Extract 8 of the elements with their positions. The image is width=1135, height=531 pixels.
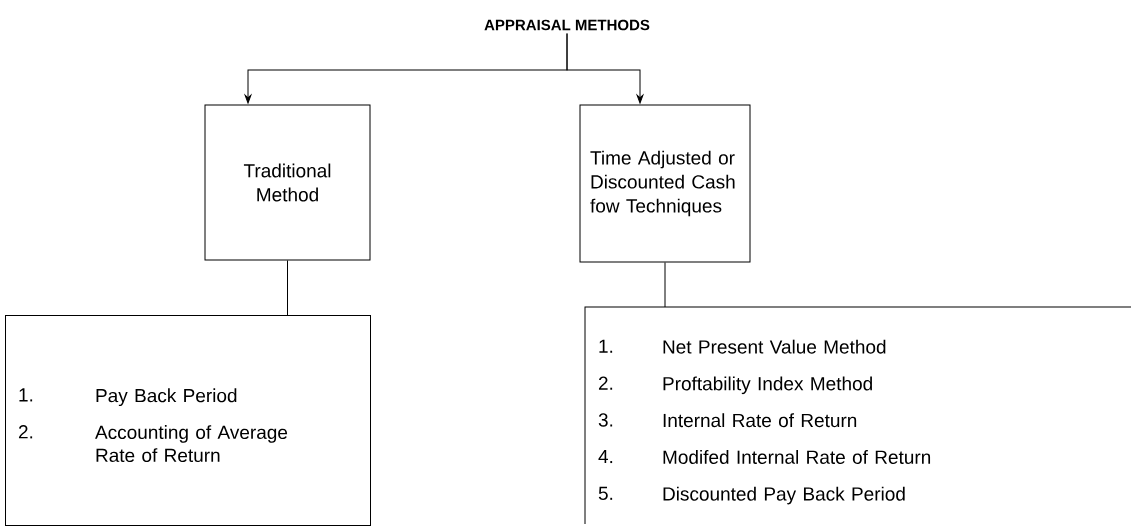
method-box: Traditional Method — [204, 104, 371, 261]
heading: APPRAISAL METHODS — [484, 19, 650, 31]
connector — [566, 33, 644, 104]
connector — [287, 260, 288, 316]
list-box: 1. Pay Back Period 2. Accounting of Average Rate of Return — [5, 315, 371, 526]
list-box: 1. Net Present Value Method 2. Proftability Index Method 3. Internal Rate of Return 4. Modifed Internal Rate of Return 5. Discounted Pay Back Period — [584, 306, 1132, 525]
method-box: Time Adjusted or Discounted Cash fow Techniques — [579, 104, 751, 263]
connector — [664, 262, 666, 308]
